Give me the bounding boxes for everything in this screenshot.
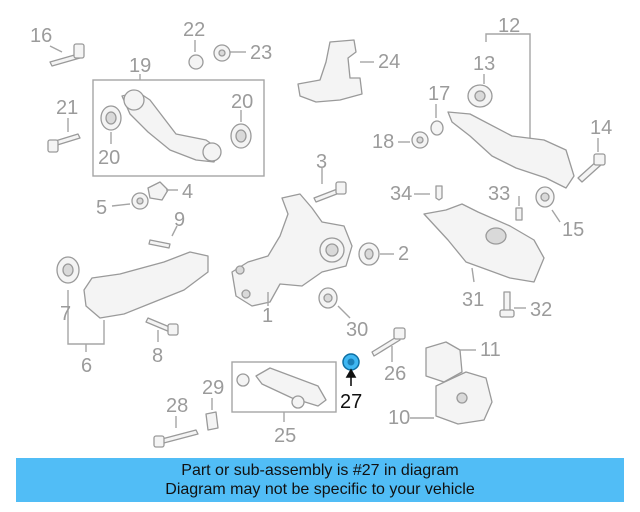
part-4-plate: 4 <box>147 181 193 203</box>
label-27: 27 <box>340 391 362 413</box>
label-30: 30 <box>346 319 368 341</box>
part-9-bolt: 9 <box>148 209 185 249</box>
label-22: 22 <box>183 19 205 41</box>
label-31: 31 <box>462 289 484 311</box>
label-8: 8 <box>152 345 163 367</box>
part-3-bolt: 3 <box>313 151 347 203</box>
label-21: 21 <box>56 97 78 119</box>
part-31-spring-arm: 31 <box>423 203 545 311</box>
part-6-spring-link: 7 6 <box>56 251 209 377</box>
part-24-bracket: 24 <box>297 39 400 103</box>
label-15: 15 <box>562 219 584 241</box>
label-34: 34 <box>390 183 412 205</box>
label-29: 29 <box>202 377 224 399</box>
part-21-bolt: 21 <box>47 97 81 153</box>
part-33-bolt: 33 <box>488 183 523 221</box>
label-3: 3 <box>316 151 327 173</box>
part-32-bolt: 32 <box>499 291 552 321</box>
info-banner: Part or sub-assembly is #27 in diagram D… <box>16 458 624 502</box>
label-16: 16 <box>30 25 52 47</box>
part-15-bushing: 15 <box>535 186 584 241</box>
label-24: 24 <box>378 51 400 73</box>
label-6: 6 <box>81 355 92 377</box>
banner-line-2: Diagram may not be specific to your vehi… <box>165 481 475 498</box>
part-30-bushing: 30 <box>318 287 368 341</box>
label-25: 25 <box>274 425 296 447</box>
label-1: 1 <box>262 305 273 327</box>
part-5-nut: 5 <box>96 192 149 219</box>
label-13: 13 <box>473 53 495 75</box>
label-26: 26 <box>384 363 406 385</box>
part-22-ring: 22 <box>183 19 205 70</box>
label-20a: 20 <box>98 147 120 169</box>
part-14-bolt: 14 <box>577 117 612 183</box>
label-2: 2 <box>398 243 409 265</box>
part-12-lower-arm: 12 13 <box>447 15 575 189</box>
part-27-nut-highlighted[interactable]: 27 <box>340 353 362 413</box>
label-19: 19 <box>129 55 151 77</box>
part-25-lateral-link: 25 <box>231 361 337 447</box>
part-29-clip: 29 <box>202 377 224 431</box>
label-4: 4 <box>182 181 193 203</box>
part-2-bushing: 2 <box>358 242 409 266</box>
part-26-bolt: 26 <box>371 327 406 385</box>
label-18: 18 <box>372 131 394 153</box>
label-10: 10 <box>388 407 410 429</box>
label-32: 32 <box>530 299 552 321</box>
part-8-bolt: 8 <box>145 317 179 367</box>
part-10-bracket: 10 <box>388 371 493 429</box>
part-11-mount: 11 <box>425 339 501 383</box>
label-17: 17 <box>428 83 450 105</box>
label-5: 5 <box>96 197 107 219</box>
parts-diagram: 16 22 23 24 19 20 20 <box>30 15 612 448</box>
label-9: 9 <box>174 209 185 231</box>
banner-line-1: Part or sub-assembly is #27 in diagram <box>181 462 459 479</box>
part-16-bolt: 16 <box>30 25 85 67</box>
part-28-bolt: 28 <box>153 395 199 448</box>
label-7: 7 <box>60 303 71 325</box>
label-23: 23 <box>250 42 272 64</box>
part-18-nut: 18 <box>372 131 429 153</box>
part-23-nut: 23 <box>213 42 272 64</box>
part-17-washer: 17 <box>428 83 450 136</box>
label-14: 14 <box>590 117 612 139</box>
label-12: 12 <box>498 15 520 37</box>
label-28: 28 <box>166 395 188 417</box>
part-1-knuckle: 1 <box>231 193 353 327</box>
label-20b: 20 <box>231 91 253 113</box>
label-33: 33 <box>488 183 510 205</box>
label-11: 11 <box>480 339 501 361</box>
part-34-clip: 34 <box>390 183 443 205</box>
part-19-upper-arm-assembly: 19 20 20 <box>92 55 265 177</box>
